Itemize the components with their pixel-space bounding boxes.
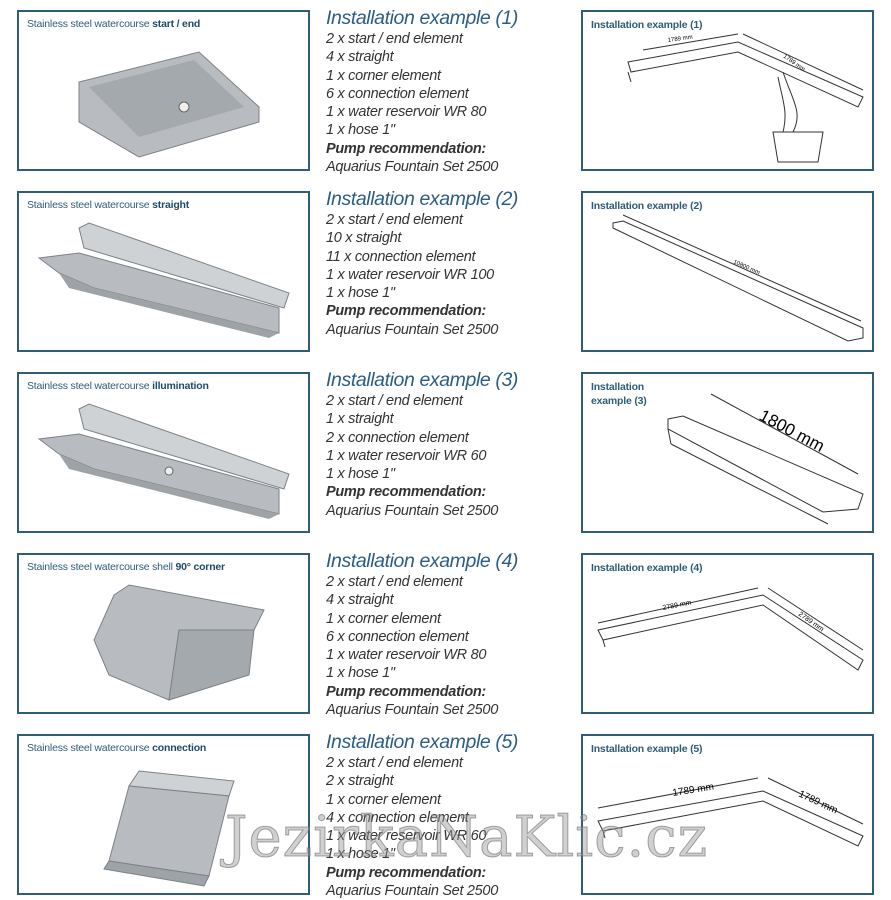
product-box: Stainless steel watercourse connection xyxy=(17,734,310,895)
installation-diagram: 10800 mm xyxy=(612,214,864,342)
installation-row: Stainless steel watercourse illumination… xyxy=(0,369,891,534)
part-item: 1 x water reservoir WR 80 xyxy=(326,647,487,664)
part-item: 2 x connection element xyxy=(326,429,469,446)
pump-label: Pump recommendation: xyxy=(326,683,486,700)
part-item: 2 x straight xyxy=(326,773,394,790)
part-item: 2 x start / end element xyxy=(326,574,463,590)
example-title: Installation example (3) xyxy=(326,369,518,391)
part-item: 1 x hose 1" xyxy=(326,122,395,139)
part-item: 1 x water reservoir WR 80 xyxy=(326,104,487,121)
installation-diagram: 1789 mm 1789 mm xyxy=(597,777,864,847)
product-box: Stainless steel watercourse start / end xyxy=(17,10,310,171)
product-image xyxy=(103,770,235,887)
product-box: Stainless steel watercourse straight xyxy=(17,191,310,352)
example-title: Installation example (1) xyxy=(326,7,518,29)
diagram-box: 10800 mm Installation example (2) xyxy=(581,191,874,352)
part-item: 1 x straight xyxy=(326,411,394,428)
installation-spec: Installation example (4) 2 x start / end… xyxy=(326,549,518,719)
pump-recommendation: Aquarius Fountain Set 2500 xyxy=(326,321,498,338)
part-item: 1 x water reservoir WR 60 xyxy=(326,447,487,464)
part-item: 4 x straight xyxy=(326,49,394,66)
product-image xyxy=(37,222,290,338)
part-item: 4 x straight xyxy=(326,592,394,609)
installation-spec: Installation example (5) 2 x start / end… xyxy=(326,730,518,900)
part-item: 1 x hose 1" xyxy=(326,846,395,863)
svg-text:1789 mm: 1789 mm xyxy=(672,782,715,799)
installation-row: Stainless steel watercourse connection I… xyxy=(0,731,891,899)
part-item: 11 x connection element xyxy=(326,248,476,265)
diagram-box: 1800 mm Installation example (3) xyxy=(581,372,874,533)
pump-label: Pump recommendation: xyxy=(326,140,486,157)
product-caption: Stainless steel watercourse straight xyxy=(27,199,190,211)
installation-row: Stainless steel watercourse straight Ins… xyxy=(0,188,891,353)
part-item: 2 x start / end element xyxy=(326,212,463,228)
product-image xyxy=(78,51,260,158)
part-item: 2 x start / end element xyxy=(326,31,463,47)
svg-text:1789 mm: 1789 mm xyxy=(797,789,839,817)
pump-recommendation: Aquarius Fountain Set 2500 xyxy=(326,883,498,900)
svg-text:1800 mm: 1800 mm xyxy=(756,406,827,456)
product-box: Stainless steel watercourse illumination xyxy=(17,372,310,533)
pump-label: Pump recommendation: xyxy=(326,864,486,881)
part-item: 1 x corner element xyxy=(326,67,441,84)
part-item: 6 x connection element xyxy=(326,85,469,102)
installation-row: Stainless steel watercourse shell 90° co… xyxy=(0,550,891,718)
part-item: 1 x hose 1" xyxy=(326,285,395,302)
product-caption: Stainless steel watercourse illumination xyxy=(27,380,209,392)
installation-spec: Installation example (2) 2 x start / end… xyxy=(326,187,518,339)
part-item: 6 x connection element xyxy=(326,628,469,645)
part-item: 10 x straight xyxy=(326,230,402,247)
pump-recommendation: Aquarius Fountain Set 2500 xyxy=(326,502,498,519)
diagram-label: Installation example (3) xyxy=(591,381,647,407)
product-image xyxy=(37,403,290,519)
part-item: 1 x water reservoir WR 60 xyxy=(326,828,487,845)
part-item: 1 x corner element xyxy=(326,610,441,627)
product-caption: Stainless steel watercourse start / end xyxy=(27,18,201,30)
example-title: Installation example (5) xyxy=(326,731,518,753)
installation-spec: Installation example (1) 2 x start / end… xyxy=(326,6,518,176)
example-title: Installation example (4) xyxy=(326,550,518,572)
pump-recommendation: Aquarius Fountain Set 2500 xyxy=(326,702,498,719)
part-item: 2 x start / end element xyxy=(326,393,463,409)
part-item: 1 x hose 1" xyxy=(326,665,395,682)
part-item: 1 x water reservoir WR 100 xyxy=(326,266,494,283)
product-image xyxy=(93,584,265,701)
part-item: 1 x corner element xyxy=(326,791,441,808)
diagram-label: Installation example (5) xyxy=(591,743,703,755)
diagram-label: Installation example (1) xyxy=(591,19,703,31)
installation-row: Stainless steel watercourse start / end … xyxy=(0,7,891,175)
product-caption: Stainless steel watercourse connection xyxy=(27,742,207,754)
part-item: 1 x hose 1" xyxy=(326,466,395,483)
pump-label: Pump recommendation: xyxy=(326,484,486,501)
product-box: Stainless steel watercourse shell 90° co… xyxy=(17,553,310,714)
diagram-box: 1789 mm 1789 mm Installation example (5) xyxy=(581,734,874,895)
part-item: 2 x start / end element xyxy=(326,755,463,771)
svg-text:10800 mm: 10800 mm xyxy=(732,259,760,276)
svg-text:2789 mm: 2789 mm xyxy=(662,599,692,611)
installation-spec: Installation example (3) 2 x start / end… xyxy=(326,368,518,520)
diagram-label: Installation example (4) xyxy=(591,562,703,574)
svg-text:1789 mm: 1789 mm xyxy=(667,35,693,44)
installation-diagram: 1800 mm xyxy=(667,393,864,525)
part-item: 4 x connection element xyxy=(326,809,469,826)
pump-label: Pump recommendation: xyxy=(326,303,486,320)
diagram-label: Installation example (2) xyxy=(591,200,703,212)
example-title: Installation example (2) xyxy=(326,188,518,210)
pump-recommendation: Aquarius Fountain Set 2500 xyxy=(326,159,498,176)
product-caption: Stainless steel watercourse shell 90° co… xyxy=(27,561,225,573)
